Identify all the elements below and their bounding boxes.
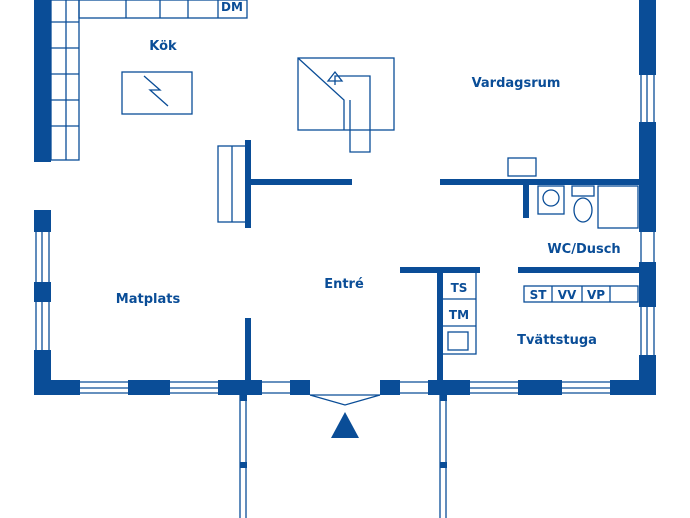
wall-left-upper xyxy=(34,0,51,162)
wall-bottom-3 xyxy=(218,380,262,395)
wall-bottom-6 xyxy=(428,380,470,395)
wall-right-upper xyxy=(639,0,656,75)
sink-icon xyxy=(542,189,560,207)
wall-bottom-2 xyxy=(128,380,170,395)
sofa xyxy=(297,57,395,153)
entrance-arrow-icon xyxy=(331,412,359,438)
wall-left-mid2 xyxy=(34,282,51,302)
windows xyxy=(35,75,655,394)
wall-bottom-4 xyxy=(290,380,310,395)
laundry-fittings xyxy=(441,271,639,355)
wall-bottom-5 xyxy=(380,380,400,395)
room-label-kitchen: Kök xyxy=(149,39,177,54)
wall-bottom-1 xyxy=(34,380,80,395)
appliance-label-washer: TM xyxy=(449,308,469,322)
appliance-label-water-heater: VV xyxy=(558,288,577,302)
appliance-label-dryer: TS xyxy=(451,281,468,295)
room-label-laundry: Tvättstuga xyxy=(517,333,597,348)
wall-bottom-8 xyxy=(610,380,656,395)
stove-icon xyxy=(143,75,169,107)
entrance-door xyxy=(309,394,381,406)
wall-right-mid2 xyxy=(639,262,656,307)
room-label-living: Vardagsrum xyxy=(472,76,561,91)
appliance-label-drying-cabinet: ST xyxy=(530,288,548,302)
outer-walls xyxy=(34,0,656,395)
room-label-bathroom: WC/Dusch xyxy=(547,242,620,257)
wall-right-mid xyxy=(639,122,656,232)
appliance-label-dishwasher: DM xyxy=(221,0,243,14)
porch xyxy=(239,395,447,518)
toilet-icon xyxy=(573,197,593,223)
kitchen-fittings xyxy=(50,0,249,223)
room-label-entrance: Entré xyxy=(324,277,364,292)
wall-left-mid xyxy=(34,210,51,232)
appliance-label-heat-pump: VP xyxy=(587,288,605,302)
wall-bottom-7 xyxy=(518,380,562,395)
bathroom-fixtures xyxy=(507,157,639,229)
room-label-dining: Matplats xyxy=(116,292,181,307)
